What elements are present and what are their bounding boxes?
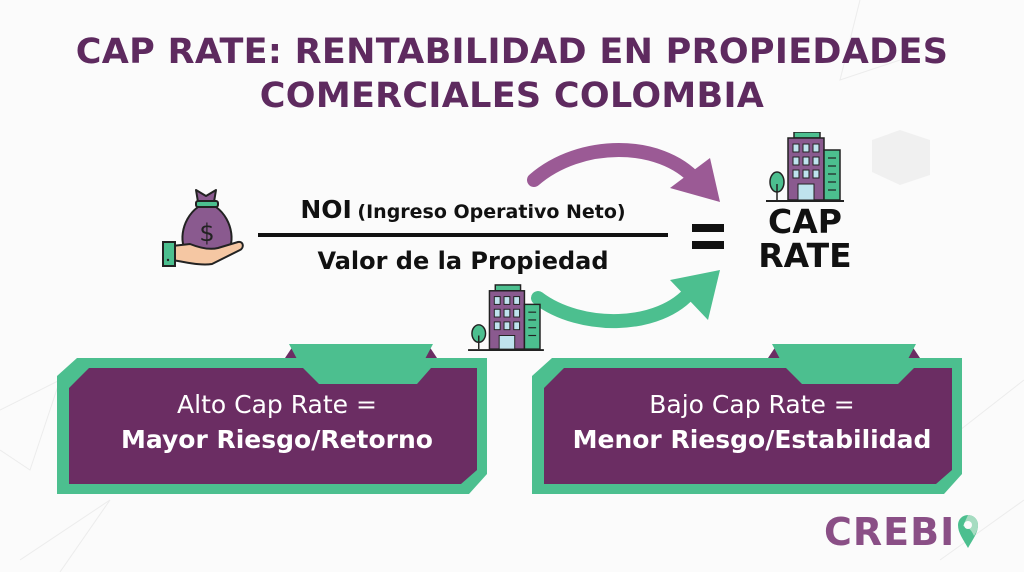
result-line-1: CAP xyxy=(768,202,842,241)
green-arrow-head-icon xyxy=(670,270,720,320)
formula-numerator: NOI (Ingreso Operativo Neto) xyxy=(258,190,668,230)
office-building-icon xyxy=(766,132,844,202)
high-cap-rate-card: Alto Cap Rate = Mayor Riesgo/Retorno xyxy=(57,344,497,496)
formula-denominator: Valor de la Propiedad xyxy=(317,247,609,275)
crebi-logo: CREBI xyxy=(824,510,979,554)
title-line-1: CAP RATE: RENTABILIDAD EN PROPIEDADES xyxy=(75,32,949,72)
cap-rate-result: CAP RATE xyxy=(740,205,870,273)
cap-rate-formula: NOI (Ingreso Operativo Neto) Valor de la… xyxy=(258,190,668,279)
equals-sign xyxy=(692,224,724,250)
card-meaning: Mayor Riesgo/Retorno xyxy=(121,425,433,454)
card-heading: Alto Cap Rate = xyxy=(177,390,377,419)
noi-description: (Ingreso Operativo Neto) xyxy=(357,201,626,223)
result-line-2: RATE xyxy=(758,236,852,275)
low-cap-rate-card: Bajo Cap Rate = Menor Riesgo/Estabilidad xyxy=(532,344,972,496)
green-arrow xyxy=(531,283,699,328)
noi-label: NOI xyxy=(300,195,352,224)
logo-text: CREBI xyxy=(824,510,956,554)
card-frame xyxy=(532,344,962,494)
office-building-icon xyxy=(468,284,544,352)
page-title: CAP RATE: RENTABILIDAD EN PROPIEDADES CO… xyxy=(0,30,1024,118)
card-frame xyxy=(57,344,487,494)
purple-arrow-head-icon xyxy=(670,158,720,202)
arrows-graphic xyxy=(527,143,720,328)
card-meaning: Menor Riesgo/Estabilidad xyxy=(572,425,932,454)
svg-text:$: $ xyxy=(199,219,214,247)
map-pin-icon xyxy=(958,515,979,548)
fraction-bar xyxy=(258,233,668,237)
card-heading: Bajo Cap Rate = xyxy=(649,390,855,419)
purple-arrow xyxy=(527,143,703,187)
title-line-2: COMERCIALES COLOMBIA xyxy=(259,76,765,116)
money-bag-in-hand-icon: $ xyxy=(162,189,244,267)
